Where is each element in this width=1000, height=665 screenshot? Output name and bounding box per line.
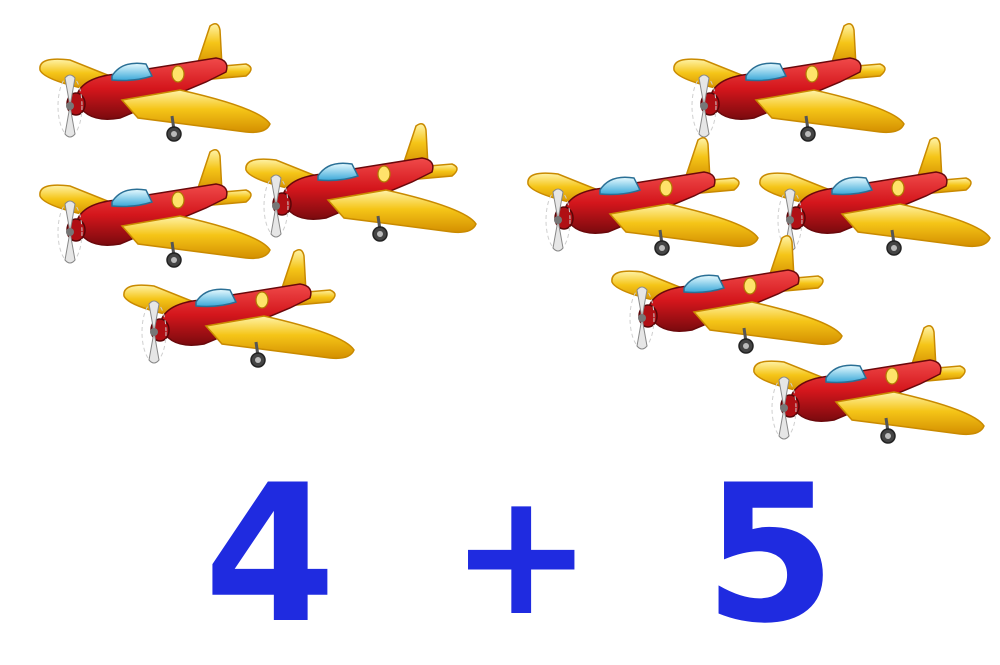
- airplane-icon: [526, 136, 760, 257]
- airplane-icon: [244, 122, 478, 243]
- left-operand: 4: [203, 444, 337, 665]
- left-airplane-group: [38, 22, 478, 369]
- right-operand: 5: [703, 444, 837, 665]
- right-airplane-group: [526, 22, 992, 445]
- airplane-icon: [38, 148, 272, 269]
- airplane-icon: [122, 248, 356, 369]
- airplane-icon: [758, 136, 992, 257]
- plus-operator: +: [450, 456, 593, 654]
- airplane-icon: [38, 22, 272, 143]
- airplane-icon: [672, 22, 906, 143]
- airplane-icon: [752, 324, 986, 445]
- airplane-icon: [610, 234, 844, 355]
